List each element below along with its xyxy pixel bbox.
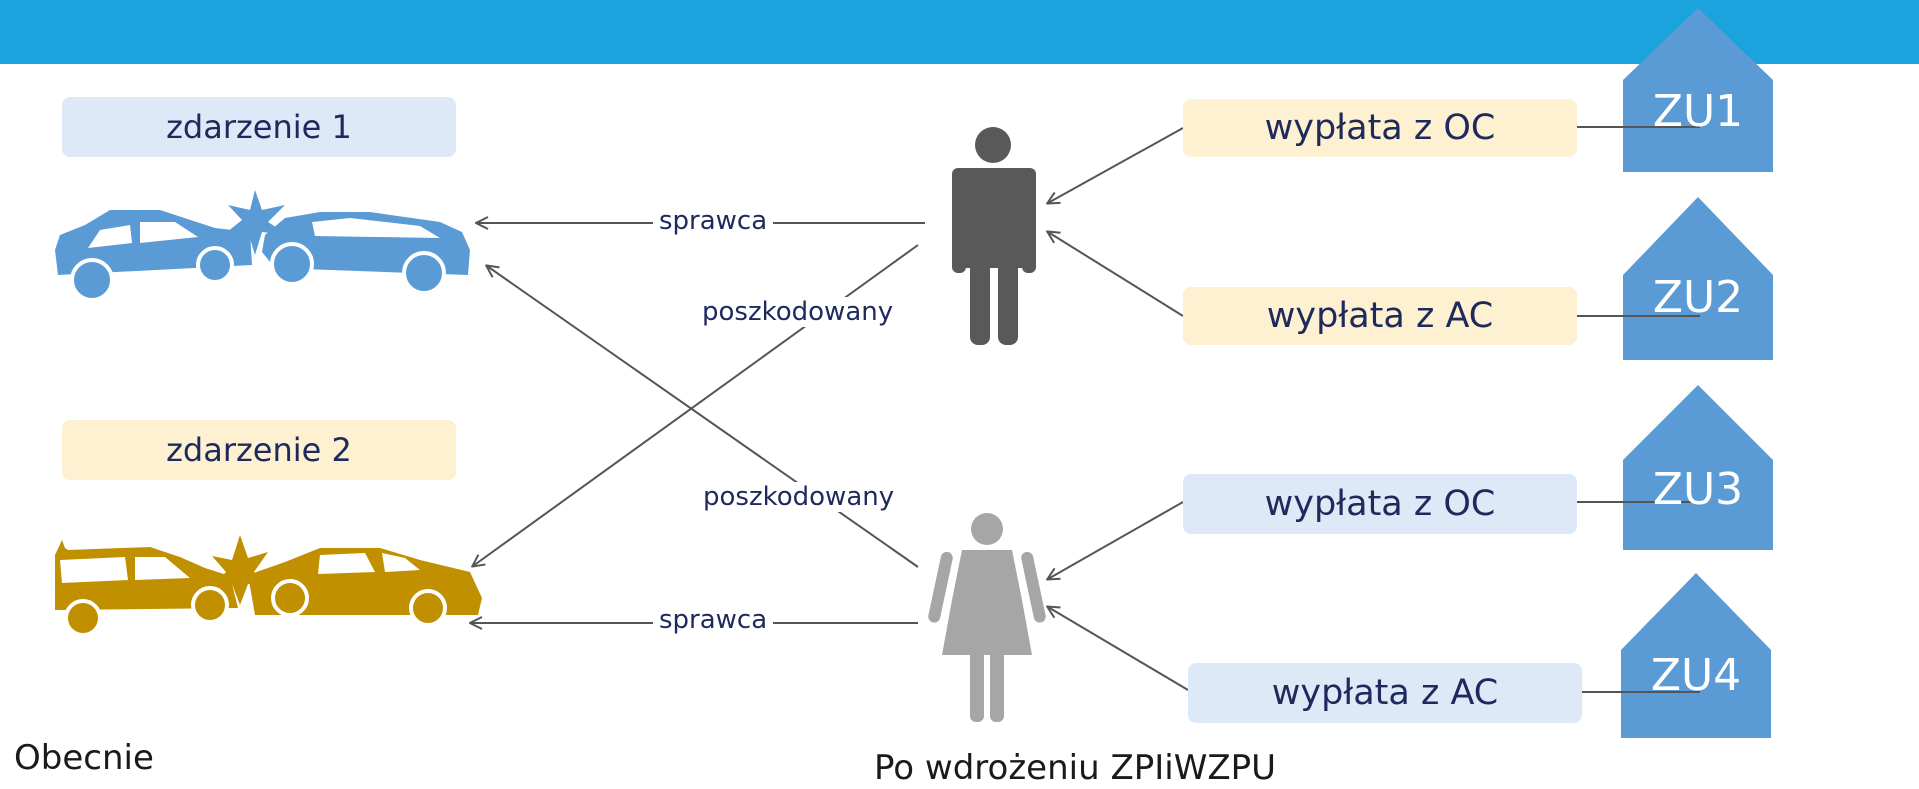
sprawca-label-2: sprawca [653, 605, 774, 635]
payout-ac-1: wypłata z AC [1183, 287, 1577, 345]
sprawca-label-1: sprawca [653, 206, 774, 236]
zu-house-4 [1621, 573, 1771, 738]
zu-label-2: ZU2 [1652, 272, 1744, 323]
payout-arrow-4 [1048, 607, 1189, 691]
zu-house-1 [1623, 8, 1773, 172]
caption-after: Po wdrożeniu ZPIiWZPU [874, 748, 1277, 788]
payout-oc-2: wypłata z OC [1183, 474, 1577, 534]
payout-ac-2: wypłata z AC [1188, 663, 1582, 723]
zu-label-1: ZU1 [1652, 86, 1744, 137]
payout-arrow-1 [1048, 127, 1184, 203]
yellow-crash-icon [55, 535, 482, 637]
payout-oc-1: wypłata z OC [1183, 99, 1577, 157]
blue-crash-icon [55, 190, 470, 302]
zu-label-3: ZU3 [1652, 464, 1744, 515]
payout-arrow-2 [1048, 232, 1184, 317]
poszkodowany-label-2: poszkodowany [697, 482, 901, 512]
top-bar [0, 0, 1919, 64]
zu-house-2 [1623, 197, 1773, 360]
zu-house-3 [1623, 385, 1773, 550]
woman-icon [928, 513, 1046, 722]
poszkodowany-arrow-2 [487, 266, 919, 568]
payout-arrow-3 [1048, 501, 1184, 579]
event-1-label: zdarzenie 1 [62, 97, 456, 157]
event-2-label: zdarzenie 2 [62, 420, 456, 480]
zu-label-4: ZU4 [1650, 650, 1742, 701]
poszkodowany-arrow-1 [473, 244, 919, 566]
caption-current: Obecnie [14, 738, 154, 778]
poszkodowany-label-1: poszkodowany [696, 297, 900, 327]
man-icon [952, 127, 1036, 345]
